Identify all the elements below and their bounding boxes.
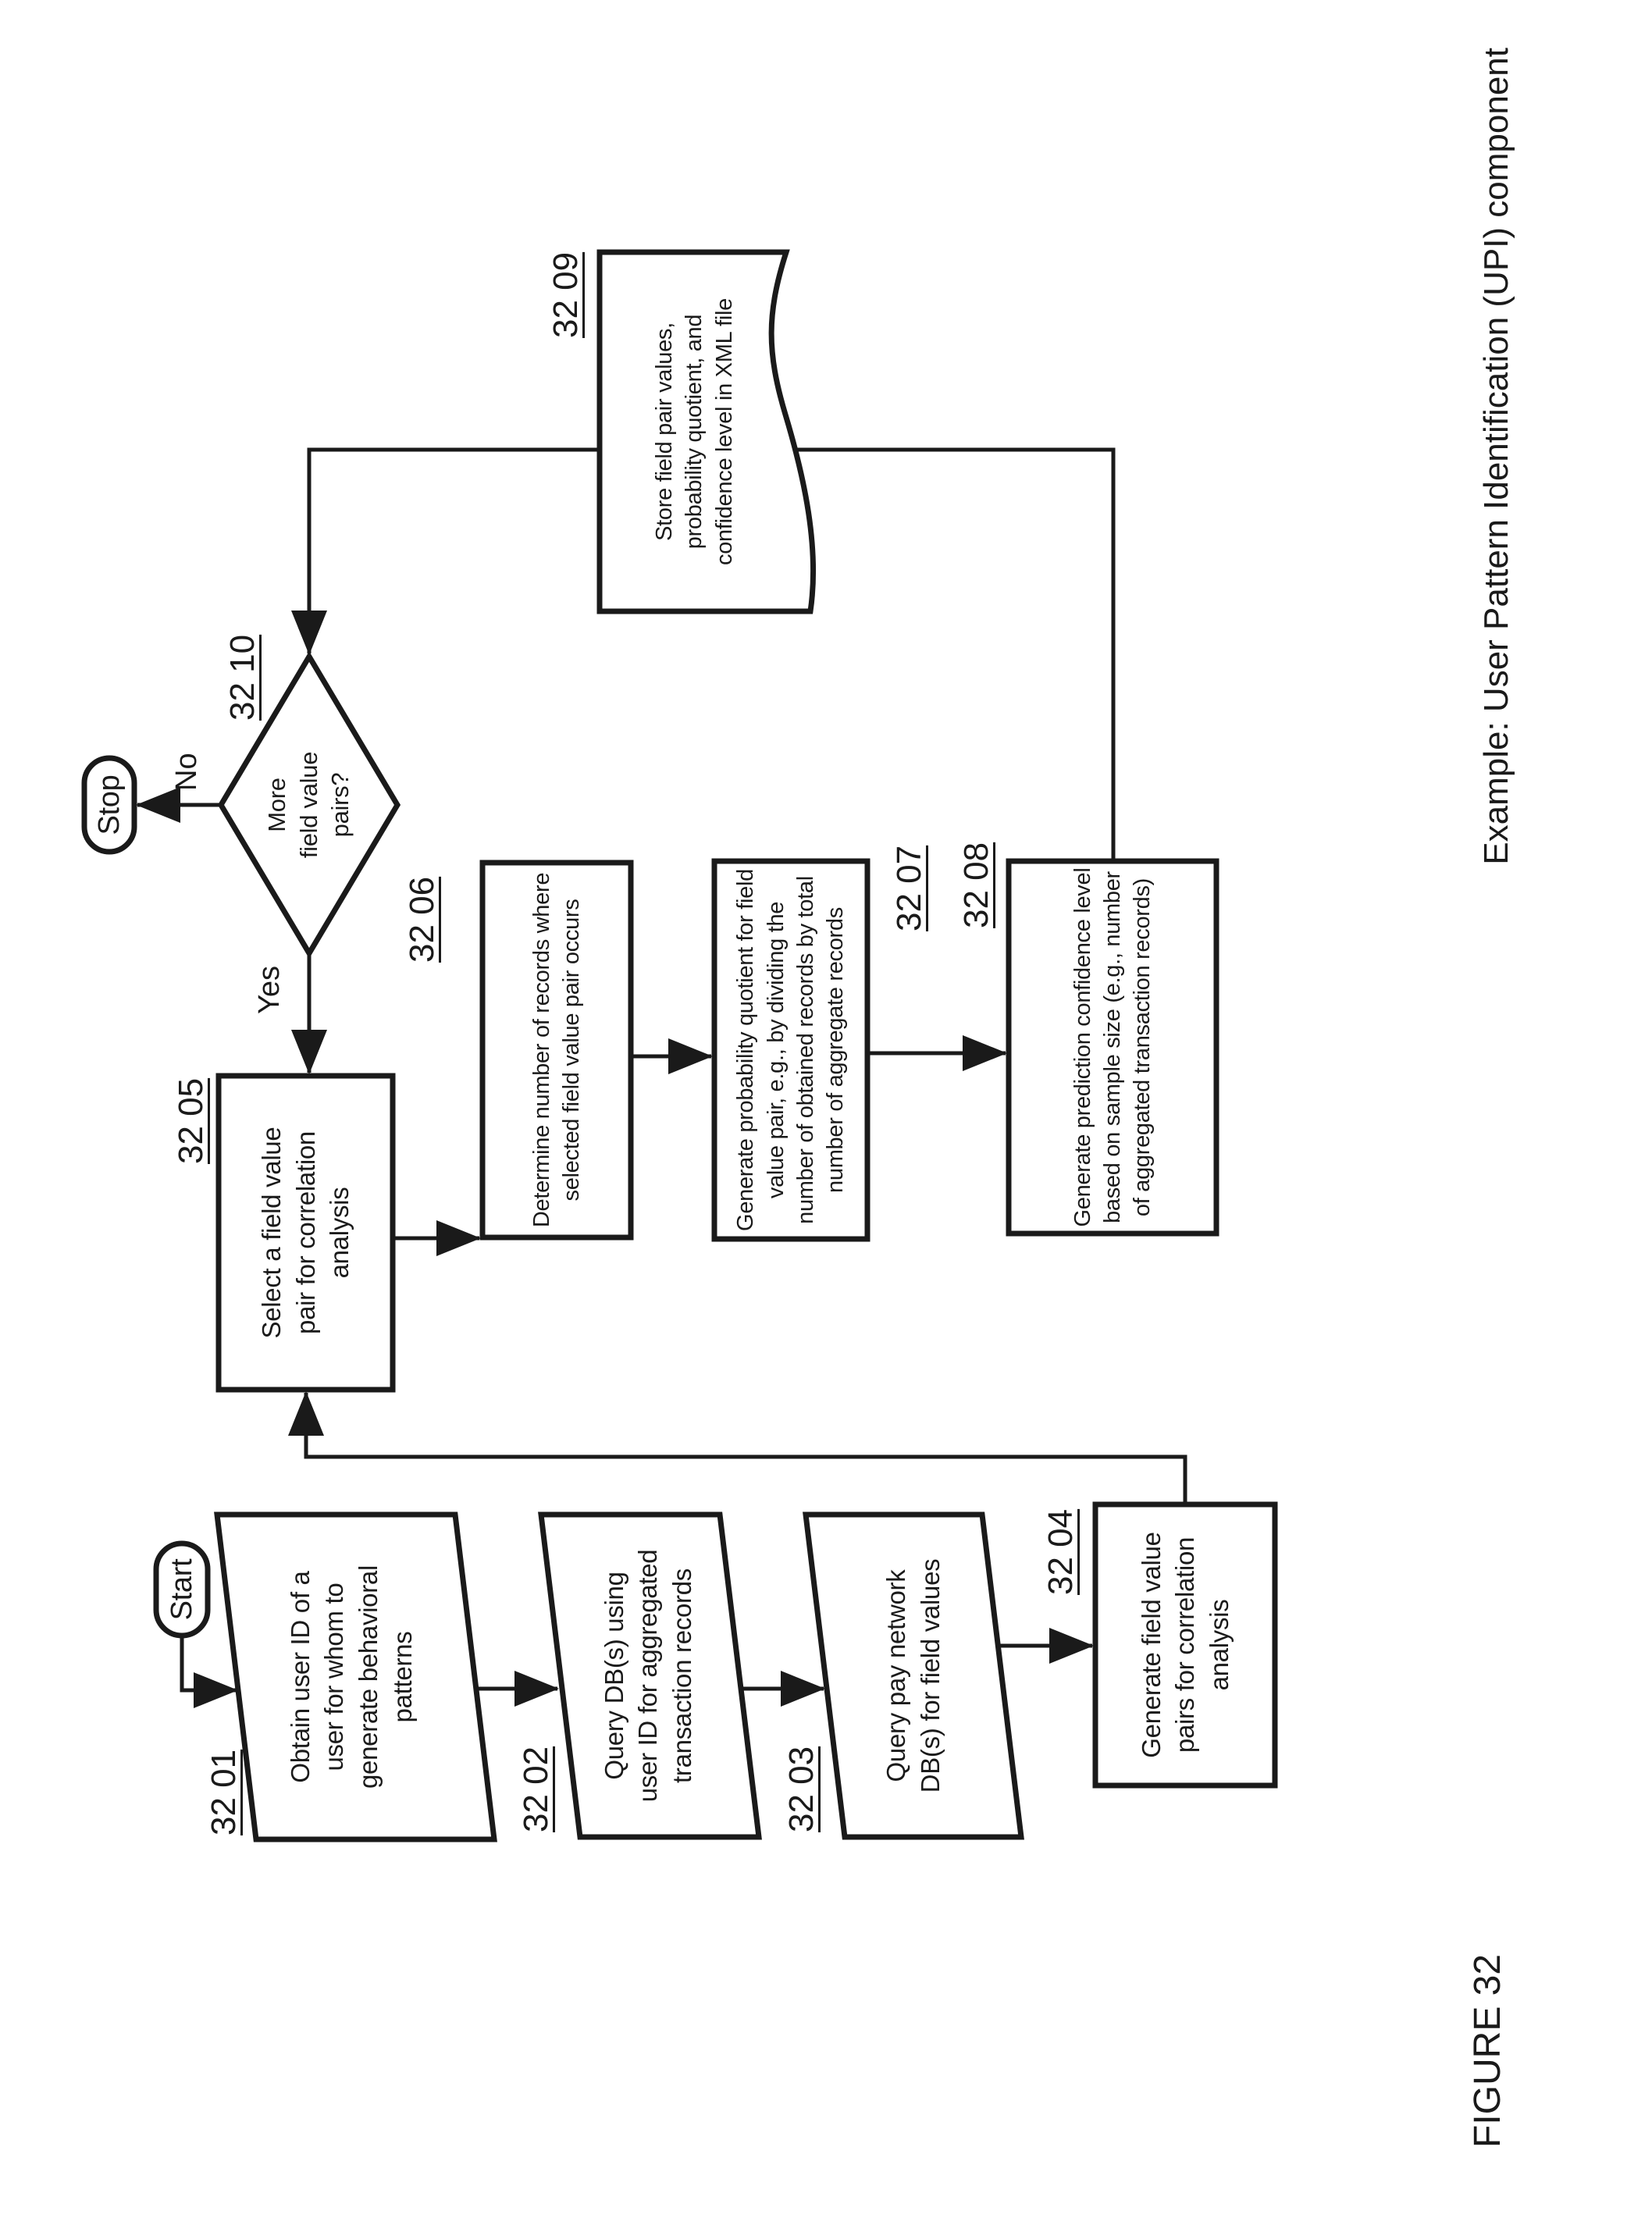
- process-shape-32-04: [1092, 1501, 1278, 1789]
- ref-label-32-07: 32 07: [890, 845, 928, 931]
- document-shape-32-09: [596, 249, 817, 614]
- io-shape-32-03: [803, 1511, 1024, 1840]
- node-text-32-01: Obtain user ID of a user for whom to gen…: [285, 1565, 417, 1789]
- process-shape-32-07: [711, 858, 871, 1242]
- node-text-32-08: Generate prediction confidence level bas…: [1070, 867, 1155, 1227]
- node-text-32-04: Generate field value pairs for correlati…: [1136, 1532, 1234, 1758]
- decision-shape-32-10: [217, 651, 401, 959]
- node-text-32-09: Store field pair values, probability quo…: [652, 298, 737, 565]
- node-text-32-05: Select a field value pair for correlatio…: [257, 1127, 354, 1339]
- ref-label-32-09: 32 09: [547, 251, 585, 338]
- ref-label-32-01: 32 01: [205, 1749, 243, 1835]
- stop-terminal-label: Stop: [92, 774, 126, 835]
- stop-terminal-shape: [81, 755, 137, 855]
- node-text-32-02: Query DB(s) using user ID for aggregated…: [599, 1549, 696, 1803]
- io-shape-32-01: [214, 1511, 497, 1842]
- figure-caption: Example: User Pattern Identification (UP…: [1477, 48, 1515, 865]
- process-shape-32-06: [479, 860, 634, 1241]
- ref-label-32-02: 32 02: [517, 1746, 555, 1832]
- ref-label-32-05: 32 05: [172, 1077, 210, 1164]
- process-shape-32-08: [1006, 858, 1219, 1237]
- process-shape-32-05: [215, 1073, 396, 1393]
- figure-number-label: FIGURE 32: [1467, 1953, 1508, 2148]
- ref-label-32-10: 32 10: [223, 634, 262, 721]
- connector-start-to-32-01: [180, 1636, 238, 1708]
- node-text-32-03: Query pay network DB(s) for field values: [881, 1558, 945, 1793]
- node-text-32-06: Determine number of records where select…: [529, 872, 584, 1228]
- io-shape-32-02: [538, 1511, 762, 1840]
- node-text-32-07: Generate probability quotient for field …: [733, 869, 849, 1231]
- start-terminal-label: Start: [165, 1558, 198, 1621]
- ref-label-32-08: 32 08: [957, 842, 995, 928]
- flow-shapes: [81, 249, 1278, 1842]
- ref-label-32-04: 32 04: [1041, 1508, 1080, 1595]
- start-terminal-shape: [153, 1540, 211, 1639]
- ref-label-32-06: 32 06: [403, 876, 441, 963]
- ref-label-32-03: 32 03: [782, 1746, 821, 1832]
- no-branch-label: No: [170, 753, 203, 791]
- connector-32-04-to-32-05: [288, 1391, 1187, 1504]
- yes-branch-label: Yes: [253, 966, 286, 1014]
